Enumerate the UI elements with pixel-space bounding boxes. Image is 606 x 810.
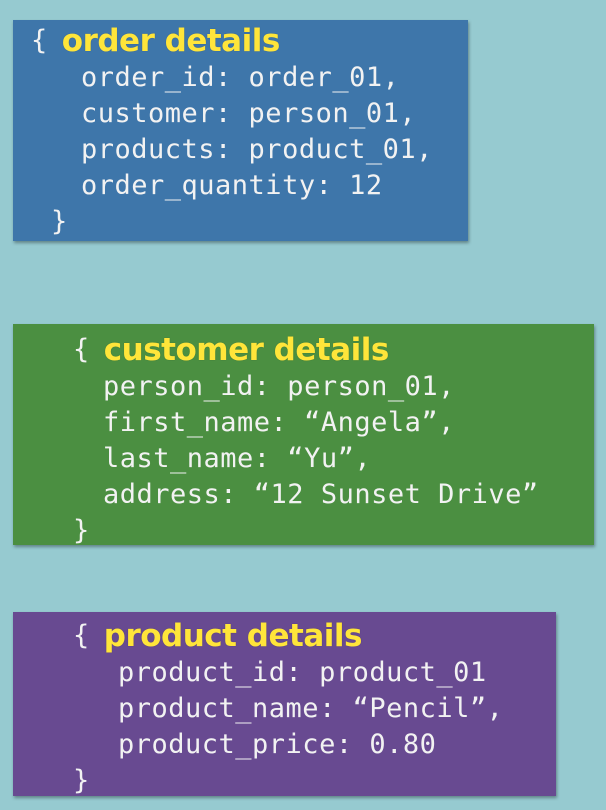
product-details-header: { product details	[73, 617, 556, 655]
order-open-brace: {	[31, 25, 48, 56]
order-details-header: { order details	[31, 22, 468, 60]
order-details-card: { order details order_id: order_01, cust…	[13, 20, 468, 241]
order-fields: order_id: order_01, customer: person_01,…	[31, 60, 468, 204]
product-open-brace: {	[73, 620, 90, 651]
product-field-line: product_id: product_01	[118, 657, 487, 688]
customer-field-line: first_name: “Angela”,	[103, 407, 455, 438]
customer-details-header: { customer details	[73, 331, 594, 369]
order-field-line: customer: person_01,	[81, 98, 417, 129]
order-close-brace: }	[51, 206, 68, 237]
customer-fields: person_id: person_01, first_name: “Angel…	[73, 369, 594, 513]
product-field-line: product_name: “Pencil”,	[118, 693, 504, 724]
customer-close-brace: }	[73, 515, 90, 546]
product-fields: product_id: product_01 product_name: “Pe…	[73, 655, 556, 763]
customer-open-brace: {	[73, 334, 90, 365]
order-details-title: order details	[61, 23, 281, 59]
product-details-title: product details	[103, 618, 363, 654]
customer-details-title: customer details	[103, 332, 390, 368]
customer-field-line: person_id: person_01,	[103, 371, 455, 402]
order-field-line: products: product_01,	[81, 134, 433, 165]
customer-details-card: { customer details person_id: person_01,…	[13, 324, 594, 546]
product-close-brace: }	[73, 765, 90, 796]
product-details-card: { product details product_id: product_01…	[13, 612, 556, 796]
order-field-line: order_id: order_01,	[81, 62, 400, 93]
product-field-line: product_price: 0.80	[118, 729, 437, 760]
customer-field-line: last_name: “Yu”,	[103, 443, 372, 474]
customer-field-line: address: “12 Sunset Drive”	[103, 479, 539, 510]
order-field-line: order_quantity: 12	[81, 170, 383, 201]
